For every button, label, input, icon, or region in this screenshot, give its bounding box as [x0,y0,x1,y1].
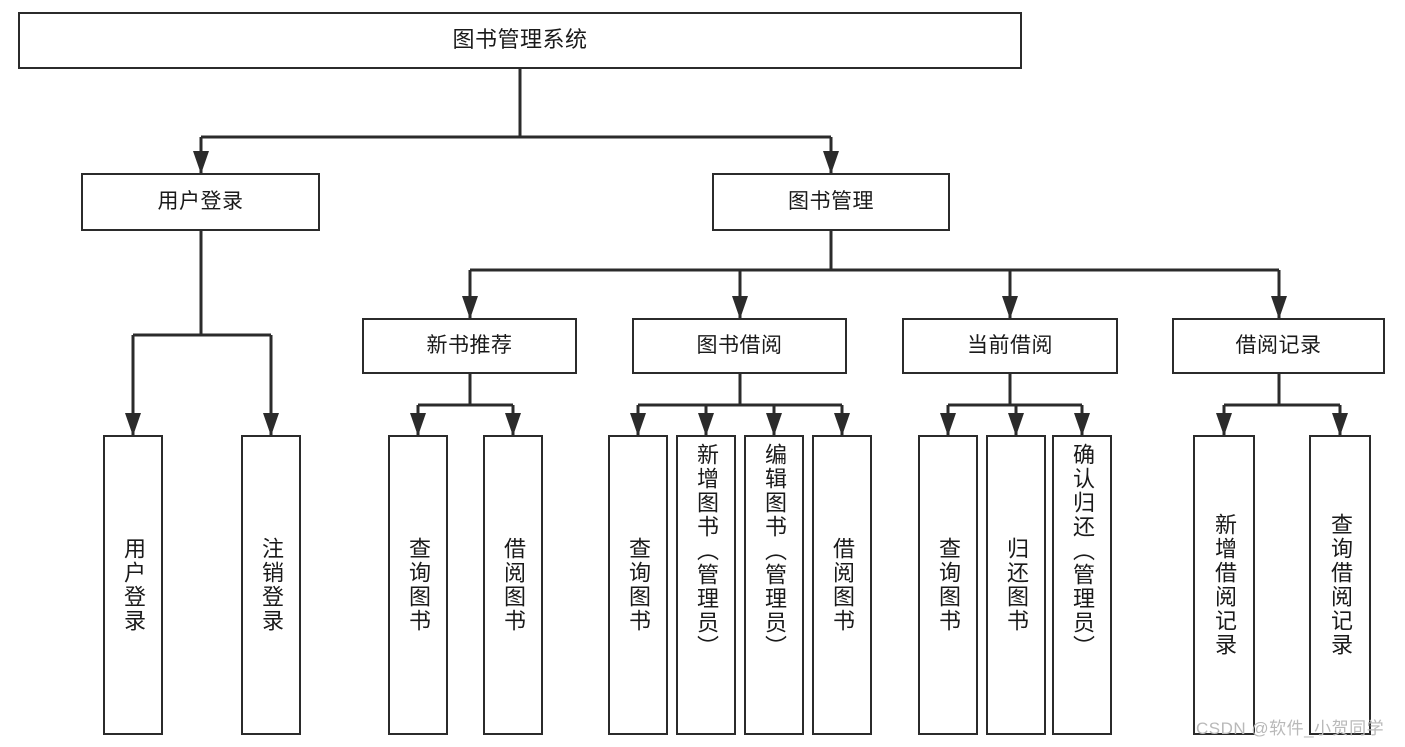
arrow-head-icon-leaf-query-record [1332,413,1348,436]
arrow-head-icon-borrow-record [1271,296,1287,319]
arrow-head-icon-leaf-query-book-1 [410,413,426,436]
node-user-login: 用户登录 [81,173,320,231]
node-book-borrow: 图书借阅 [632,318,847,374]
arrow-head-icon-leaf-query-book-3 [940,413,956,436]
arrow-head-icon-current-borrow [1002,296,1018,319]
arrow-head-icon-leaf-user-login [125,413,141,436]
node-current-borrow: 当前借阅 [902,318,1118,374]
node-label: 归还图书 [1004,537,1029,633]
node-label: 查询图书 [626,537,651,633]
node-label: 新书推荐 [426,334,513,358]
node-leaf-user-login: 用户登录 [103,435,163,735]
arrow-head-icon-leaf-logout [263,413,279,436]
arrow-head-icon-leaf-add-book [698,413,714,436]
node-label: 查询图书 [936,537,961,633]
node-label: 用户登录 [157,190,244,214]
node-label: 查询借阅记录 [1328,513,1353,657]
node-label: 图书管理 [788,190,874,214]
arrow-head-icon-leaf-confirm-return [1074,413,1090,436]
node-borrow-record: 借阅记录 [1172,318,1385,374]
node-leaf-add-book: 新增图书（管理员） [676,435,736,735]
node-label: 借阅图书 [501,537,526,633]
node-leaf-query-record: 查询借阅记录 [1309,435,1371,735]
node-label: 编辑图书（管理员） [762,443,787,659]
node-label: 新增图书（管理员） [694,443,719,659]
node-label: 注销登录 [259,537,284,633]
node-label: 图书借阅 [696,334,783,358]
node-leaf-confirm-return: 确认归还（管理员） [1052,435,1112,735]
node-book-manage: 图书管理 [712,173,950,231]
csdn-watermark: CSDN @软件_小贺同学 [1196,719,1385,738]
node-leaf-edit-book: 编辑图书（管理员） [744,435,804,735]
node-label: 当前借阅 [967,334,1053,358]
arrow-head-icon-leaf-borrow-book-2 [834,413,850,436]
node-leaf-query-book-2: 查询图书 [608,435,668,735]
node-label: 借阅图书 [830,537,855,633]
node-label: 借阅记录 [1235,334,1322,358]
node-root: 图书管理系统 [18,12,1022,69]
arrow-head-icon-leaf-borrow-book-1 [505,413,521,436]
node-label: 查询图书 [406,537,431,633]
node-label: 用户登录 [121,537,146,633]
node-leaf-borrow-book-2: 借阅图书 [812,435,872,735]
node-leaf-query-book-3: 查询图书 [918,435,978,735]
arrow-head-icon-leaf-add-record [1216,413,1232,436]
node-label: 图书管理系统 [452,27,588,53]
node-new-book-rec: 新书推荐 [362,318,577,374]
node-leaf-add-record: 新增借阅记录 [1193,435,1255,735]
node-label: 确认归还（管理员） [1070,443,1095,659]
arrow-head-icon-book-manage [823,151,839,174]
node-leaf-return-book: 归还图书 [986,435,1046,735]
node-label: 新增借阅记录 [1212,513,1237,657]
node-leaf-borrow-book-1: 借阅图书 [483,435,543,735]
arrow-head-icon-leaf-query-book-2 [630,413,646,436]
arrow-head-icon-book-borrow [732,296,748,319]
arrow-head-icon-leaf-return-book [1008,413,1024,436]
node-leaf-query-book-1: 查询图书 [388,435,448,735]
arrow-head-icon-new-book-rec [462,296,478,319]
node-leaf-logout: 注销登录 [241,435,301,735]
arrow-head-icon-leaf-edit-book [766,413,782,436]
arrow-head-icon-user-login [193,151,209,174]
